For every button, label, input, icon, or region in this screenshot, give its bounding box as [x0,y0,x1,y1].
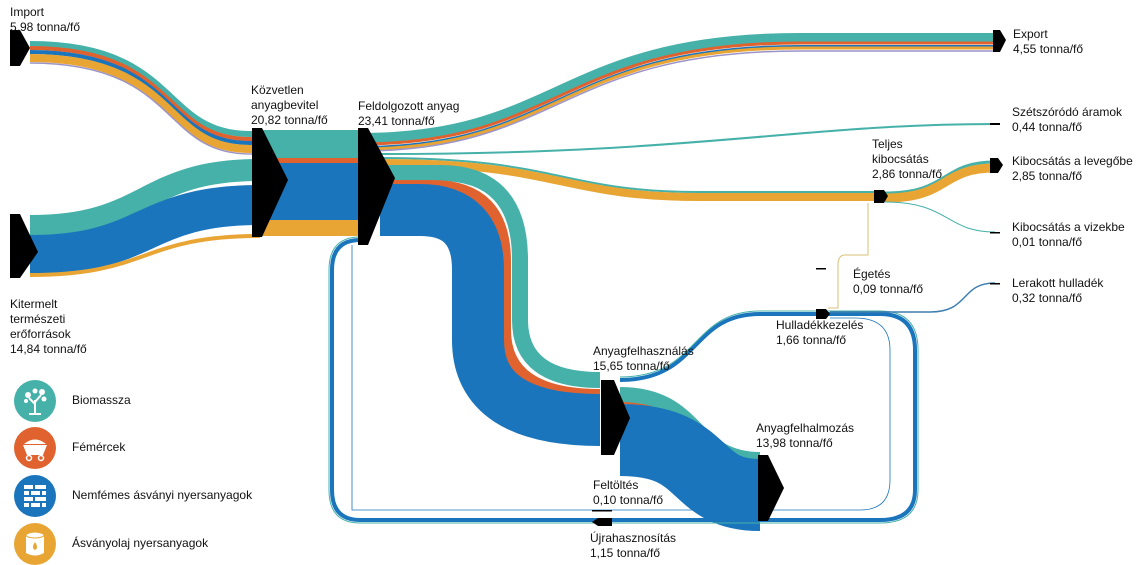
label-waste-treatment: Hulladékkezelés 1,66 tonna/fő [776,318,864,347]
node-water[interactable] [990,232,1000,234]
link-import-nonmetal [29,50,360,145]
band-metal [260,158,360,163]
brick-wall-icon [14,475,56,517]
node-material-use[interactable] [601,380,630,455]
link-waste-to-backfilling [351,245,891,511]
label-landfill: Lerakott hulladék 0,32 tonna/fő [1012,276,1104,305]
link-import-metal [29,46,360,141]
band-biomass-top [260,130,360,155]
label-accumulation: Anyagfelhalmozás 13,98 tonna/fő [756,421,855,450]
label-air: Kibocsátás a levegőbe 2,85 tonna/fő [1012,154,1133,183]
node-dissipative[interactable] [990,123,1000,125]
label-material-use: Anyagfelhasználás 15,65 tonna/fő [593,344,694,373]
link-extracted-nonmetal [29,185,261,275]
legend-item-metal: Fémércek [14,427,314,469]
node-accumulation[interactable] [758,455,784,521]
band-fossil [260,220,360,236]
link-material-use-to-accumulation [618,387,762,531]
link-incineration-to-emissions [828,203,869,309]
node-landfill[interactable] [990,283,1000,285]
mine-cart-icon [14,427,56,469]
node-direct-input[interactable] [252,128,288,237]
node-processed[interactable] [358,128,395,245]
oil-barrel-icon [14,523,56,565]
label-import: Import 5,98 tonna/fő [10,5,81,34]
link-emissions-to-water [884,201,996,233]
node-export[interactable] [993,30,1006,52]
label-incineration: Égetés 0,09 tonna/fő [853,267,924,296]
label-total-emissions: Teljes kibocsátás 2,86 tonna/fő [872,137,943,181]
label-backfilling: Feltöltés 0,10 tonna/fő [593,478,664,507]
link-processed-to-emissions [379,157,880,201]
link-material-use-to-waste [330,238,917,522]
node-recycling[interactable] [592,518,612,526]
link-emissions-to-air [884,160,996,203]
link-extracted-to-direct-input [29,159,261,277]
label-recycling: Újrahasznosítás 1,15 tonna/fő [590,531,677,560]
node-air[interactable] [990,158,1003,173]
legend-item-biomass: Biomassza [14,380,314,422]
node-extracted[interactable] [10,214,38,278]
node-waste-treatment[interactable] [816,309,830,319]
node-total-emissions[interactable] [874,190,888,203]
link-extracted-biomass [29,159,261,237]
link-waste-outline [328,236,919,524]
label-water: Kibocsátás a vizekbe 0,01 tonna/fő [1012,220,1125,249]
legend-item-fossil: Ásványolaj nyersanyagok [14,523,314,565]
link-import-to-direct-input [29,41,360,155]
link-processed-to-export [359,33,995,152]
link-processed-to-dissipative [379,123,996,155]
label-export: Export 4,55 tonna/fő [1013,27,1084,56]
link-import-other [29,62,360,155]
legend-item-nonmetal: Nemfémes ásványi nyersanyagok [14,475,314,517]
node-incineration[interactable] [816,268,826,270]
label-dissipative: Szétszóródó áramok 0,44 tonna/fő [1012,105,1123,134]
node-import[interactable] [10,30,30,66]
node-backfilling[interactable] [592,510,612,512]
label-processed: Feldolgozott anyag 23,41 tonna/fő [358,99,460,128]
link-waste-to-landfill [830,282,996,313]
label-direct-input: Közvetlen anyagbevitel 20,82 tonna/fő [251,83,328,127]
link-extracted-fossil [29,234,261,277]
link-import-biomass [29,41,360,137]
tree-icon [14,380,56,422]
link-import-fossil [29,54,360,153]
label-extracted: Kitermelt természeti erőforrások 14,84 t… [10,297,87,356]
link-processed-to-material-use [380,165,601,446]
